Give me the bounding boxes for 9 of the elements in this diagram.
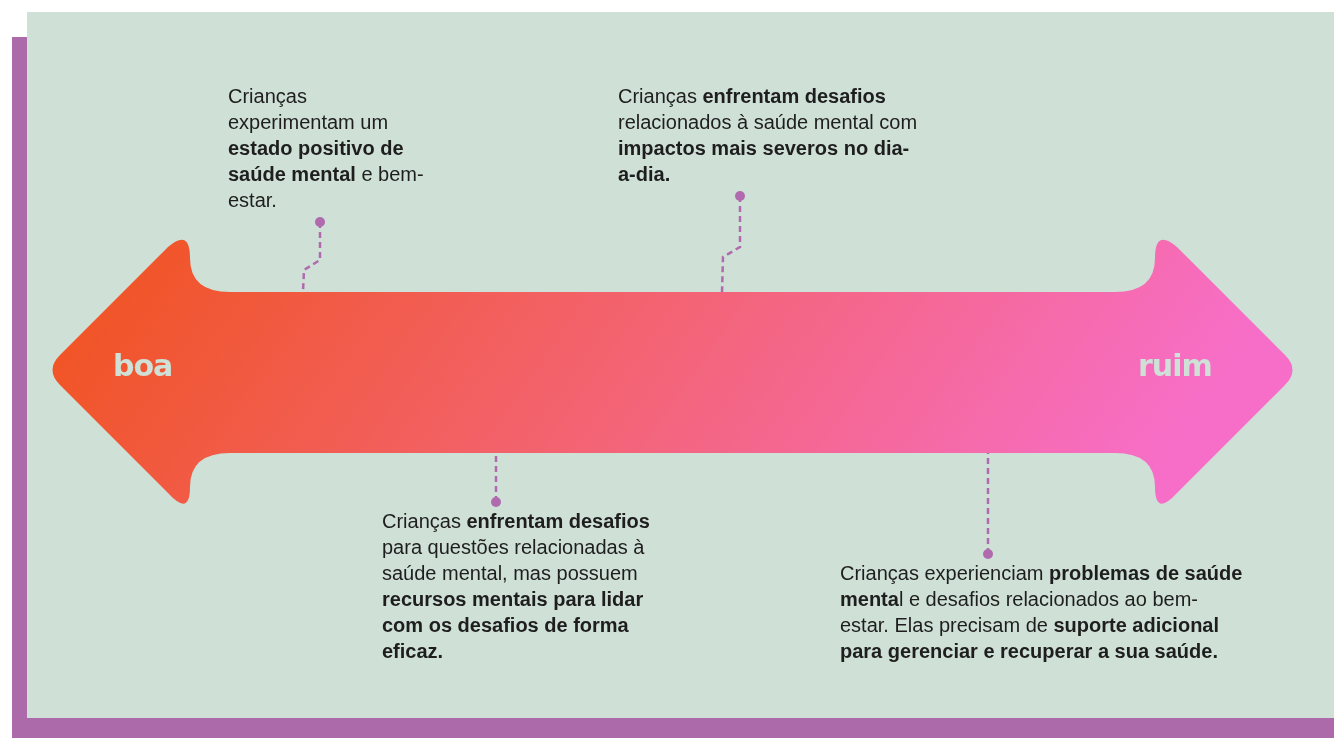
- description-text: Crianças enfrentam desafios para questões relacionadas à saúde mental, mas possuem recursos mentais para lidar com os desafios de forma eficaz.: [382, 508, 657, 664]
- leader-line: [720, 191, 745, 293]
- scale-end-label: ruim: [1138, 348, 1212, 384]
- description-text: Crianças enfrentam desafios relacionados à saúde mental com impactos mais severos no dia-a-dia.: [618, 83, 918, 187]
- description-text: Crianças experimentam um estado positivo de saúde mental e bem-estar.: [228, 83, 428, 213]
- leader-line: [983, 453, 993, 559]
- leader-line: [491, 453, 501, 507]
- scale-end-label: boa: [113, 348, 173, 384]
- description-text: Crianças experienciam problemas de saúde mental e desafios relacionados ao bem-estar. Elas precisam de suporte adicional para gerenciar e recuperar a sua saúde.: [840, 560, 1245, 664]
